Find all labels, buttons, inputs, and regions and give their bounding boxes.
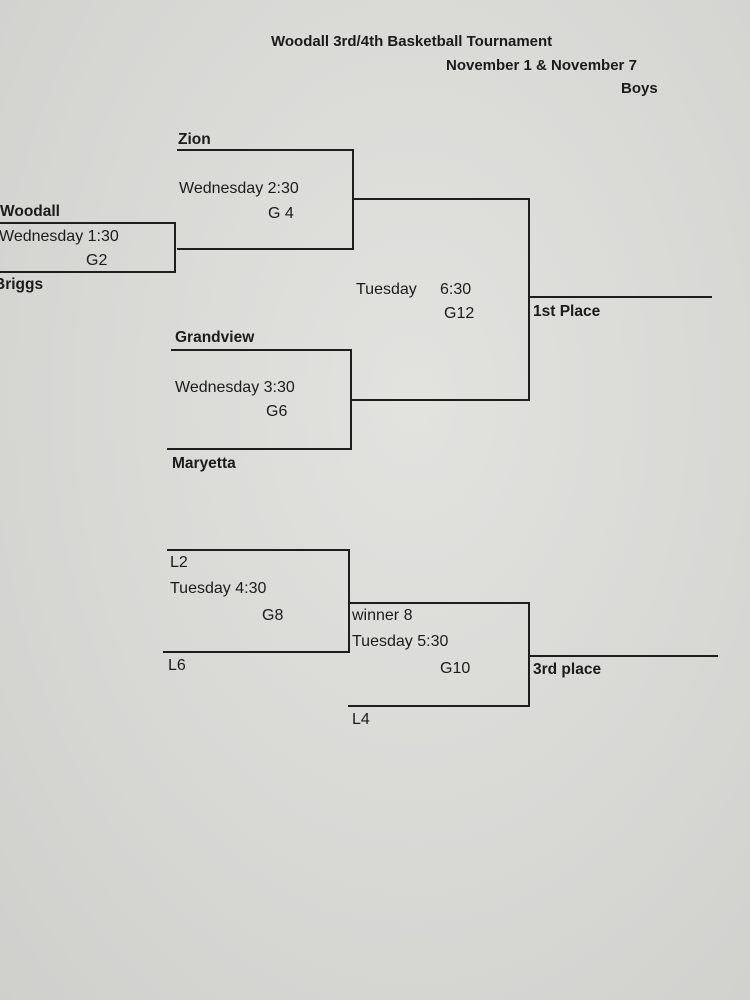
g10-time: Tuesday 5:30 (352, 633, 449, 650)
team-zion: Zion (178, 131, 211, 148)
slot-l2: L2 (170, 554, 188, 571)
team-grandview: Grandview (175, 329, 255, 346)
third-place-label: 3rd place (533, 661, 602, 678)
g12-day: Tuesday (356, 281, 417, 298)
g2-time: Wednesday 1:30 (0, 228, 119, 245)
team-maryetta: Maryetta (172, 455, 236, 472)
g8-label: G8 (262, 607, 284, 624)
g12-label: G12 (444, 305, 475, 322)
team-woodall: Woodall (0, 203, 60, 220)
g4-label: G 4 (268, 205, 294, 222)
g8-time: Tuesday 4:30 (170, 580, 267, 597)
g6-label: G6 (266, 403, 288, 420)
g10-label: G10 (440, 660, 471, 677)
tournament-title: Woodall 3rd/4th Basketball Tournament (271, 33, 553, 50)
team-briggs: Briggs (0, 276, 44, 293)
g2-label: G2 (86, 252, 108, 269)
slot-winner8: winner 8 (352, 607, 413, 624)
g4-time: Wednesday 2:30 (179, 180, 299, 197)
slot-l6: L6 (168, 657, 186, 674)
g6-time: Wednesday 3:30 (175, 379, 295, 396)
g12-clock: 6:30 (440, 281, 472, 298)
slot-l4: L4 (352, 711, 370, 728)
tournament-dates: November 1 & November 7 (446, 57, 637, 74)
first-place-label: 1st Place (533, 303, 601, 320)
tournament-division: Boys (621, 80, 658, 97)
